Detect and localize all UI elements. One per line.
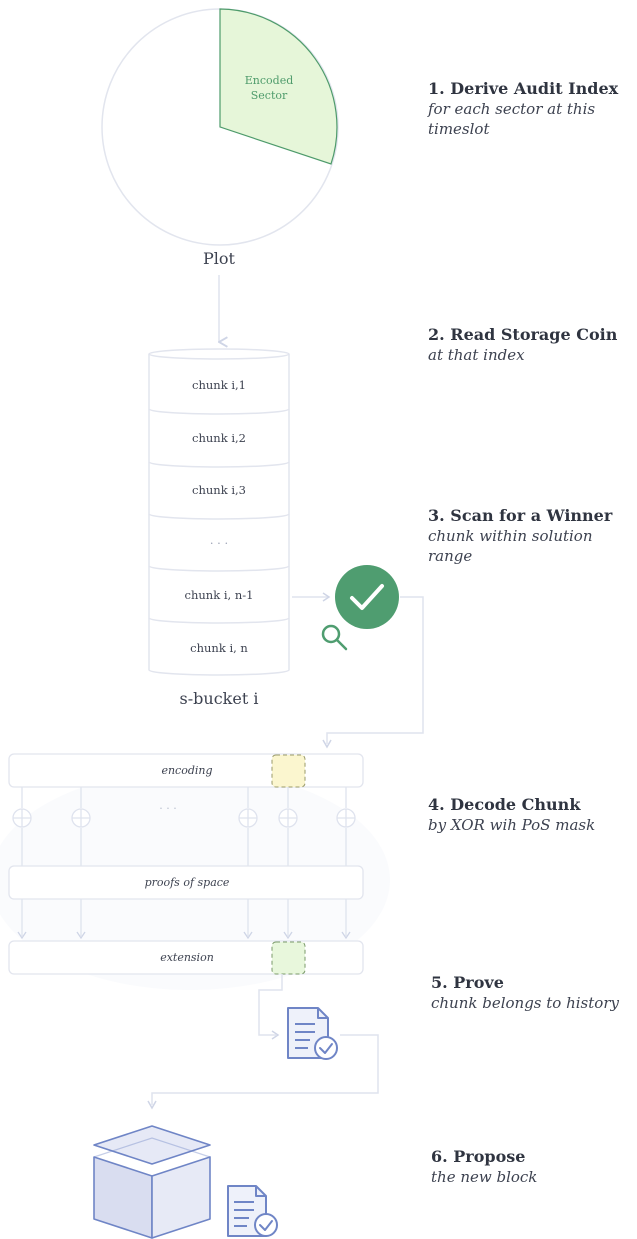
block-cube-icon [93,1125,211,1239]
step-3-title: 3. Scan for a Winner [428,506,613,525]
extension-label: extension [160,951,214,964]
step-2: 2. Read Storage Coin at that index [428,325,617,365]
step-6-title: 6. Propose [431,1147,526,1166]
chunk-2: chunk i,2 [192,431,246,445]
encoded-sector [219,8,338,165]
proofs-label: proofs of space [145,876,230,889]
step-1-title: 1. Derive Audit Index [428,79,619,98]
step-3-sub-line1: chunk within solution [428,527,593,545]
step-5-title: 5. Prove [431,973,504,992]
step-2-sub-line1: at that index [428,346,525,364]
step-1-sub-line1: for each sector at this [428,100,596,118]
bucket-caption: s-bucket i [180,689,259,708]
encoding-label: encoding [161,764,212,777]
step-5: 5. Prove chunk belongs to history [431,973,619,1013]
proofs-bar [8,865,364,900]
magnifier-icon [321,624,348,651]
block-document-check-icon [227,1185,278,1237]
sector-label-line1: Encoded [245,74,294,87]
chunk-1: chunk i,1 [192,378,246,392]
xor-icons [12,808,356,828]
step-3: 3. Scan for a Winner chunk within soluti… [428,506,612,566]
step-4-title: 4. Decode Chunk [428,795,581,814]
decode-block: encoding · · · proofs of space [0,753,390,990]
step-6: 6. Propose the new block [431,1147,537,1187]
step-2-title: 2. Read Storage Coin [428,325,618,344]
chunk-n: chunk i, n [190,641,248,655]
step-4: 4. Decode Chunk by XOR wih PoS mask [428,795,595,835]
step-4-sub-line1: by XOR wih PoS mask [428,816,596,834]
chunk-n-minus-1: chunk i, n-1 [185,588,254,602]
extension-highlight [271,941,306,975]
connector-proof-to-block [151,1034,379,1105]
step-6-sub-line1: the new block [431,1168,538,1186]
connector-winner-to-decode [326,596,424,744]
document-check-icon [287,1007,338,1060]
encoding-highlight [271,754,306,788]
plot-disc: Encoded Sector [101,8,339,246]
chunk-ellipsis: · · · [210,536,228,550]
step-5-sub-line1: chunk belongs to history [431,994,619,1012]
sector-label-line2: Sector [251,89,288,102]
chunk-3: chunk i,3 [192,483,246,497]
plot-caption: Plot [203,249,236,268]
s-bucket: chunk i,1 chunk i,2 chunk i,3 · · · chun… [148,348,290,676]
checkmark-icon [335,565,399,629]
connector-decode-to-proof [258,974,283,1036]
xor-ellipsis: · · · [159,802,176,815]
step-1: 1. Derive Audit Index for each sector at… [428,79,618,139]
step-3-sub-line2: range [428,547,473,565]
step-1-sub-line2: timeslot [428,120,490,138]
